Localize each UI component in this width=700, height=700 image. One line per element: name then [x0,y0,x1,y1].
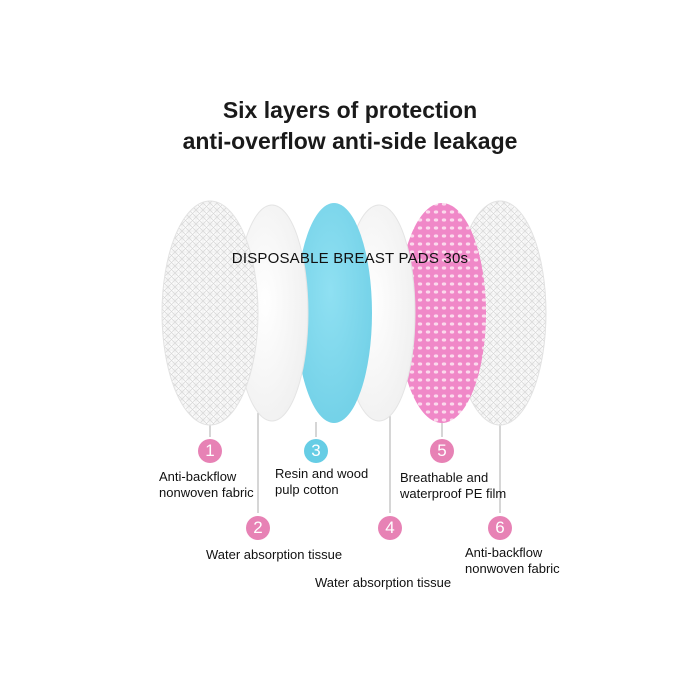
layer-4-label-line-1: Water absorption tissue [315,575,452,590]
layer-1-label: Anti-backflow nonwoven fabric [159,469,254,501]
layer-1-label-line-1: Anti-backflow [159,469,237,484]
layer-3-disc [296,203,372,423]
layer-4-badge: 4 [378,516,402,540]
layer-1-disc [161,200,259,426]
layer-3-label: Resin and wood pulp cotton [275,466,368,498]
layer-6-label-line-2: nonwoven fabric [465,561,560,576]
layer-3-badge: 3 [304,439,328,463]
layer-6-label-line-1: Anti-backflow [465,545,543,560]
layer-4-label: Water absorption tissue [315,575,451,591]
title-line-2: anti-overflow anti-side leakage [182,128,518,154]
layer-5-label-line-1: Breathable and [400,470,489,485]
layer-5-label: Breathable and waterproof PE film [400,470,506,502]
layer-6-label: Anti-backflow nonwoven fabric [465,545,560,577]
title-line-1: Six layers of protection [222,97,478,123]
layer-3-label-line-2: pulp cotton [275,482,339,497]
product-name-overlay: DISPOSABLE BREAST PADS 30s [231,250,469,267]
layer-3-label-line-1: Resin and wood [275,466,369,481]
layer-5-badge: 5 [430,439,454,463]
layer-5-label-line-2: waterproof PE film [400,486,507,501]
layer-5-disc [398,203,486,423]
layer-1-label-line-2: nonwoven fabric [159,485,254,500]
layer-2-badge: 2 [246,516,270,540]
layer-2-label-line-1: Water absorption tissue [206,547,343,562]
layer-1-badge: 1 [198,439,222,463]
layer-6-badge: 6 [488,516,512,540]
layer-2-label: Water absorption tissue [206,547,342,563]
